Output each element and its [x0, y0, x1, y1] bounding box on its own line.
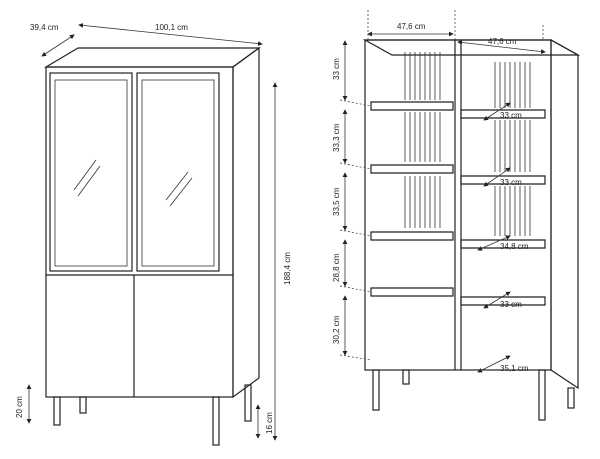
- depth-1: 33 cm: [500, 111, 522, 120]
- shelving-frame: [364, 39, 552, 371]
- height-label: 188,4 cm: [283, 252, 292, 285]
- base-label: 16 cm: [265, 412, 274, 434]
- right-depth-dims: 33 cm 33 cm 34,8 cm 33 cm 35,1 cm: [477, 102, 529, 373]
- col-left-label: 47,6 cm: [397, 22, 426, 31]
- shelving-leg-front-left: [372, 369, 380, 411]
- height-4: 28,8 cm: [332, 253, 341, 282]
- depth-label: 39,4 cm: [30, 23, 59, 32]
- leg-front-left: [53, 396, 61, 426]
- col-right-label: 47,6 cm: [488, 37, 517, 46]
- depth-4: 33 cm: [500, 300, 522, 309]
- depth-5: 35,1 cm: [500, 364, 529, 373]
- height-3: 33,5 cm: [332, 187, 341, 216]
- cabinet-side: [232, 46, 260, 399]
- depth-3: 34,8 cm: [500, 242, 529, 251]
- height-5: 30,2 cm: [332, 315, 341, 344]
- cabinet-front: [45, 66, 234, 398]
- glass-door-left: [49, 72, 133, 272]
- right-shelving-drawing: 47,6 cm 47,6 cm 33 cm 33,3 cm 33,5 cm 28…: [332, 10, 581, 421]
- slatted-back-panels: [404, 52, 531, 236]
- right-shelves: [460, 109, 546, 306]
- cabinet-top: [43, 47, 261, 68]
- depth-2: 33 cm: [500, 178, 522, 187]
- glass-door-right: [136, 72, 220, 272]
- height-2: 33,3 cm: [332, 123, 341, 152]
- left-cabinet-drawing: 39,4 cm 100,1 cm 188,4 cm 20 cm 16 cm: [15, 23, 292, 446]
- left-shelves: [370, 101, 454, 297]
- leg-label: 20 cm: [15, 396, 24, 418]
- height-1: 33 cm: [332, 58, 341, 80]
- left-height-dims: 33 cm 33,3 cm 33,5 cm 28,8 cm 30,2 cm: [332, 40, 372, 361]
- width-label: 100,1 cm: [155, 23, 188, 32]
- leg-front-right: [212, 396, 220, 446]
- shelving-leg-front-right: [538, 369, 546, 421]
